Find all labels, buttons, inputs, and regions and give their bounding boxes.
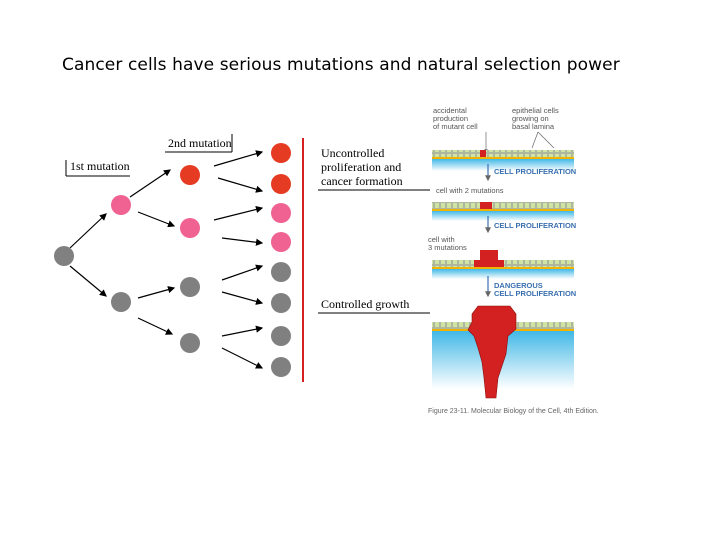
second-mutation-label: 2nd mutation xyxy=(168,136,232,150)
normal-cell xyxy=(271,293,291,313)
arrow xyxy=(69,265,107,297)
arrow xyxy=(221,237,264,246)
second-mutation-cell xyxy=(271,143,291,163)
mutant-cells xyxy=(474,260,504,267)
arrow xyxy=(221,325,264,337)
step1-heading: CELL PROLIFERATION xyxy=(494,167,577,176)
basal-lamina xyxy=(432,209,574,211)
annotation-three-mutations-1: cell with xyxy=(428,235,455,244)
arrow xyxy=(213,150,264,167)
annotation-accidental-1: accidental xyxy=(433,106,467,115)
normal-cell xyxy=(180,277,200,297)
step3-heading-2: CELL PROLIFERATION xyxy=(494,289,577,298)
arrow xyxy=(213,205,264,221)
mutant-cells xyxy=(480,202,492,209)
arrow xyxy=(221,264,264,281)
stroma xyxy=(432,211,574,221)
basal-lamina xyxy=(432,157,574,159)
leader-line xyxy=(531,131,539,149)
mutant-cell xyxy=(480,150,486,157)
tumor-bump xyxy=(480,250,498,260)
epithelium-layer xyxy=(432,202,574,209)
step3-heading-1: DANGEROUS xyxy=(494,281,543,290)
uncontrolled-label-line1: Uncontrolled xyxy=(321,146,385,160)
first-mutation-cell xyxy=(271,232,291,252)
annotation-epithelial-1: epithelial cells xyxy=(512,106,559,115)
arrow xyxy=(221,291,264,305)
stroma xyxy=(432,269,574,279)
slide-title: Cancer cells have serious mutations and … xyxy=(62,55,620,75)
figure-caption: Figure 23-11. Molecular Biology of the C… xyxy=(428,408,599,415)
normal-cell xyxy=(271,357,291,377)
first-mutation-cell xyxy=(180,218,200,238)
arrow xyxy=(137,286,176,299)
arrow xyxy=(69,213,107,249)
arrow xyxy=(137,211,176,228)
stroma xyxy=(432,159,574,171)
uncontrolled-label-line3: cancer formation xyxy=(321,174,403,188)
controlled-growth-label: Controlled growth xyxy=(321,297,410,311)
epithelium-layer xyxy=(432,150,574,157)
tumor-progression-figure xyxy=(432,131,574,399)
annotation-accidental-3: of mutant cell xyxy=(433,122,478,131)
step2-heading: CELL PROLIFERATION xyxy=(494,221,577,230)
annotation-epithelial-3: basal lamina xyxy=(512,122,555,131)
first-mutation-label: 1st mutation xyxy=(70,159,130,173)
basal-lamina xyxy=(432,267,574,269)
invasive-tumor xyxy=(467,305,517,399)
arrow xyxy=(137,317,174,335)
arrow xyxy=(129,169,171,198)
first-mutation-cell xyxy=(111,195,131,215)
uncontrolled-label-line2: proliferation and xyxy=(321,160,402,174)
second-mutation-cell xyxy=(180,165,200,185)
normal-cell xyxy=(111,292,131,312)
annotation-two-mutations: cell with 2 mutations xyxy=(436,186,504,195)
second-mutation-cell xyxy=(271,174,291,194)
normal-cell xyxy=(180,333,200,353)
normal-cell xyxy=(271,326,291,346)
arrow xyxy=(221,347,264,369)
annotation-accidental-2: production xyxy=(433,114,469,123)
annotation-three-mutations-2: 3 mutations xyxy=(428,243,467,252)
arrow xyxy=(217,177,264,193)
first-mutation-cell xyxy=(271,203,291,223)
normal-cell xyxy=(54,246,74,266)
leader-line xyxy=(537,131,555,149)
normal-cell xyxy=(271,262,291,282)
annotation-epithelial-2: growing on xyxy=(512,114,549,123)
